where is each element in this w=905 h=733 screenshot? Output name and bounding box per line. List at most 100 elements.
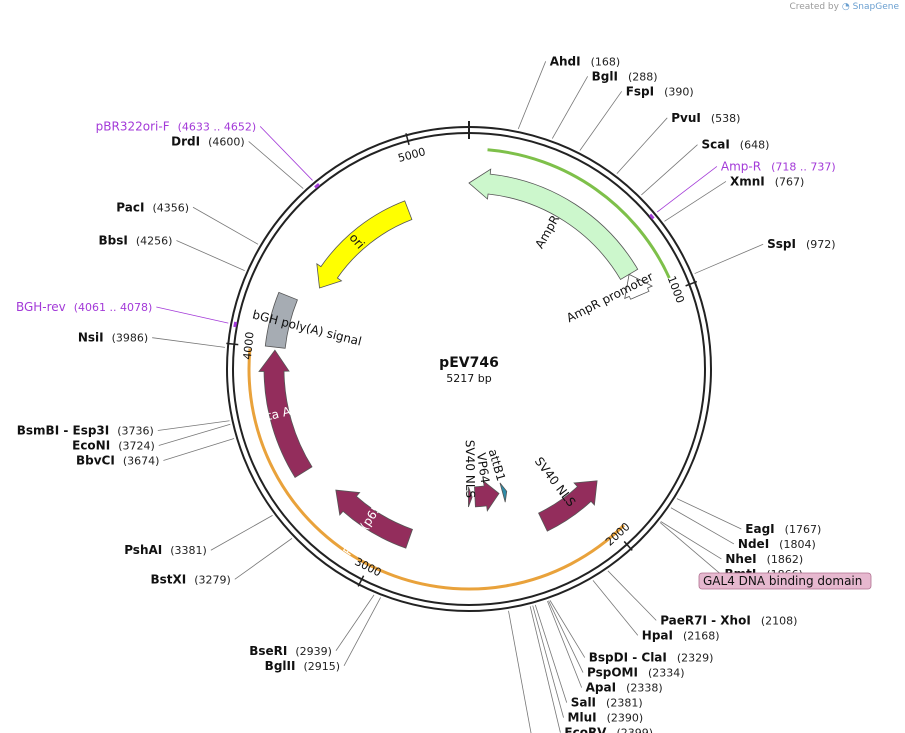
site-ecorv[interactable]: EcoRV(2399) [564,726,653,733]
site-eagi[interactable]: EagI(1767) [745,522,821,536]
site-leader-lines [152,61,764,733]
site-scai[interactable]: ScaI(648) [701,138,769,152]
orf-amp-line [487,148,671,279]
leader-line [579,91,623,151]
primer-amp-r[interactable]: Amp-R(718 .. 737) [721,159,836,173]
gal4-highlight-box [698,572,872,590]
site-position: (2381) [606,697,643,710]
site-name: PacI [116,200,144,214]
leader-line [616,117,668,174]
site-nhei[interactable]: NheI(1862) [725,552,803,566]
site-name: MluI [568,711,597,725]
orf-gal4-line [247,348,625,591]
leader-line [694,243,764,274]
primer-pbr322ori-f[interactable]: pBR322ori-F(4633 .. 4652) [96,119,257,133]
leader-line [259,126,313,181]
feature-rela-p65-ad[interactable] [335,489,413,549]
feature-ampr-promoter[interactable] [624,273,654,300]
leader-line [607,570,657,621]
feature-sv40-nls[interactable] [468,486,473,508]
feature-sv40-nls[interactable] [538,480,598,532]
site-position: (2329) [677,652,714,665]
feature-vp64[interactable] [474,480,500,512]
tick-mark [623,540,633,551]
feature-ampr[interactable] [468,168,639,280]
site-position: (648) [740,139,770,152]
site-position: (767) [775,175,805,188]
site-bglii[interactable]: BglII (2915) [265,659,340,673]
leader-line [157,420,230,431]
site-pspomi[interactable]: PspOMI(2334) [587,666,685,680]
gal4-highlight[interactable]: GAL4 DNA binding domain [698,572,872,590]
site-position: (4633 .. 4652) [178,120,257,133]
site-sali[interactable]: SalI(2381) [571,696,643,710]
site-position: (2390) [607,712,644,725]
feature-attb1[interactable] [499,482,508,503]
site-apai[interactable]: ApaI(2338) [586,681,663,695]
site-name: SspI [767,237,796,251]
site-name: PshAI [124,543,162,557]
site-name: BsmBI - Esp3I [17,423,109,437]
site-name: BglII [265,659,296,673]
site-name: NdeI [738,537,769,551]
site-bsmbi-esp3i[interactable]: BsmBI - Esp3I(3736) [17,423,154,437]
site-mlui[interactable]: MluI (2390) [568,711,644,725]
site-bstxi[interactable]: BstXI(3279) [150,572,230,586]
site-name: BglI [592,69,618,83]
site-position: (390) [664,85,694,98]
site-position: (2915) [303,660,340,673]
site-econi[interactable]: EcoNI(3724) [72,438,155,452]
site-name: BbsI [99,233,128,247]
feature-ori[interactable] [316,200,413,289]
site-position: (2108) [761,614,798,627]
snapgene-credit: Created by ◔ SnapGene [789,2,899,12]
site-fspi[interactable]: FspI (390) [626,84,694,98]
leader-line [517,61,547,130]
site-name: Amp-R [721,159,761,173]
site-bbvci[interactable]: BbvCI(3674) [76,453,159,467]
site-position: (4356) [152,201,189,214]
site-name: NsiI [78,331,104,345]
site-drdi[interactable]: DrdI(4600) [171,134,245,148]
orf-layer [247,148,671,591]
site-bseri[interactable]: BseRI (2939) [249,644,332,658]
site-name: BseRI [249,644,287,658]
site-position: (2939) [295,645,332,658]
site-position: (1804) [779,538,816,551]
site-bspdi-clai[interactable]: BspDI - ClaI(2329) [589,651,714,665]
site-pshai[interactable]: PshAI(3381) [124,543,207,557]
feature-rta-ad[interactable] [258,349,313,478]
site-ahdi[interactable]: AhdI(168) [550,54,620,68]
site-bbsi[interactable]: BbsI(4256) [99,233,173,247]
leader-line [234,538,293,580]
leader-line [176,240,245,271]
site-xmni[interactable]: XmnI(767) [730,174,804,188]
leader-line [656,166,718,213]
site-paer7i-xhoi[interactable]: PaeR7I - XhoI(2108) [660,613,797,627]
site-name: FspI [626,84,654,98]
leader-line [343,597,381,666]
site-ndei[interactable]: NdeI (1804) [738,537,816,551]
site-hpai[interactable]: HpaI(2168) [642,628,720,642]
tick-label: 4000 [241,331,257,360]
site-position: (4600) [208,135,245,148]
primer-mark [648,213,655,220]
site-sspi[interactable]: SspI(972) [767,237,835,251]
site-name: HpaI [642,628,673,642]
leader-line [248,141,304,189]
tick-label: 5000 [397,145,427,165]
site-paci[interactable]: PacI (4356) [116,200,189,214]
primer-bgh-rev[interactable]: BGH-rev(4061 .. 4078) [16,300,152,314]
site-name: BbvCI [76,453,115,467]
site-nsii[interactable]: NsiI(3986) [78,331,148,345]
leader-line [508,610,532,733]
leader-line [547,600,583,688]
site-position: (168) [591,55,621,68]
feature-label: VP64 [474,452,492,484]
site-position: (2399) [616,727,653,733]
site-pvui[interactable]: PvuI(538) [671,111,740,125]
credit-brand: SnapGene [852,2,899,12]
feature-bgh-poly-a-signal[interactable] [264,291,298,349]
site-bgli[interactable]: BglI(288) [592,69,658,83]
site-name: BGH-rev [16,300,66,314]
